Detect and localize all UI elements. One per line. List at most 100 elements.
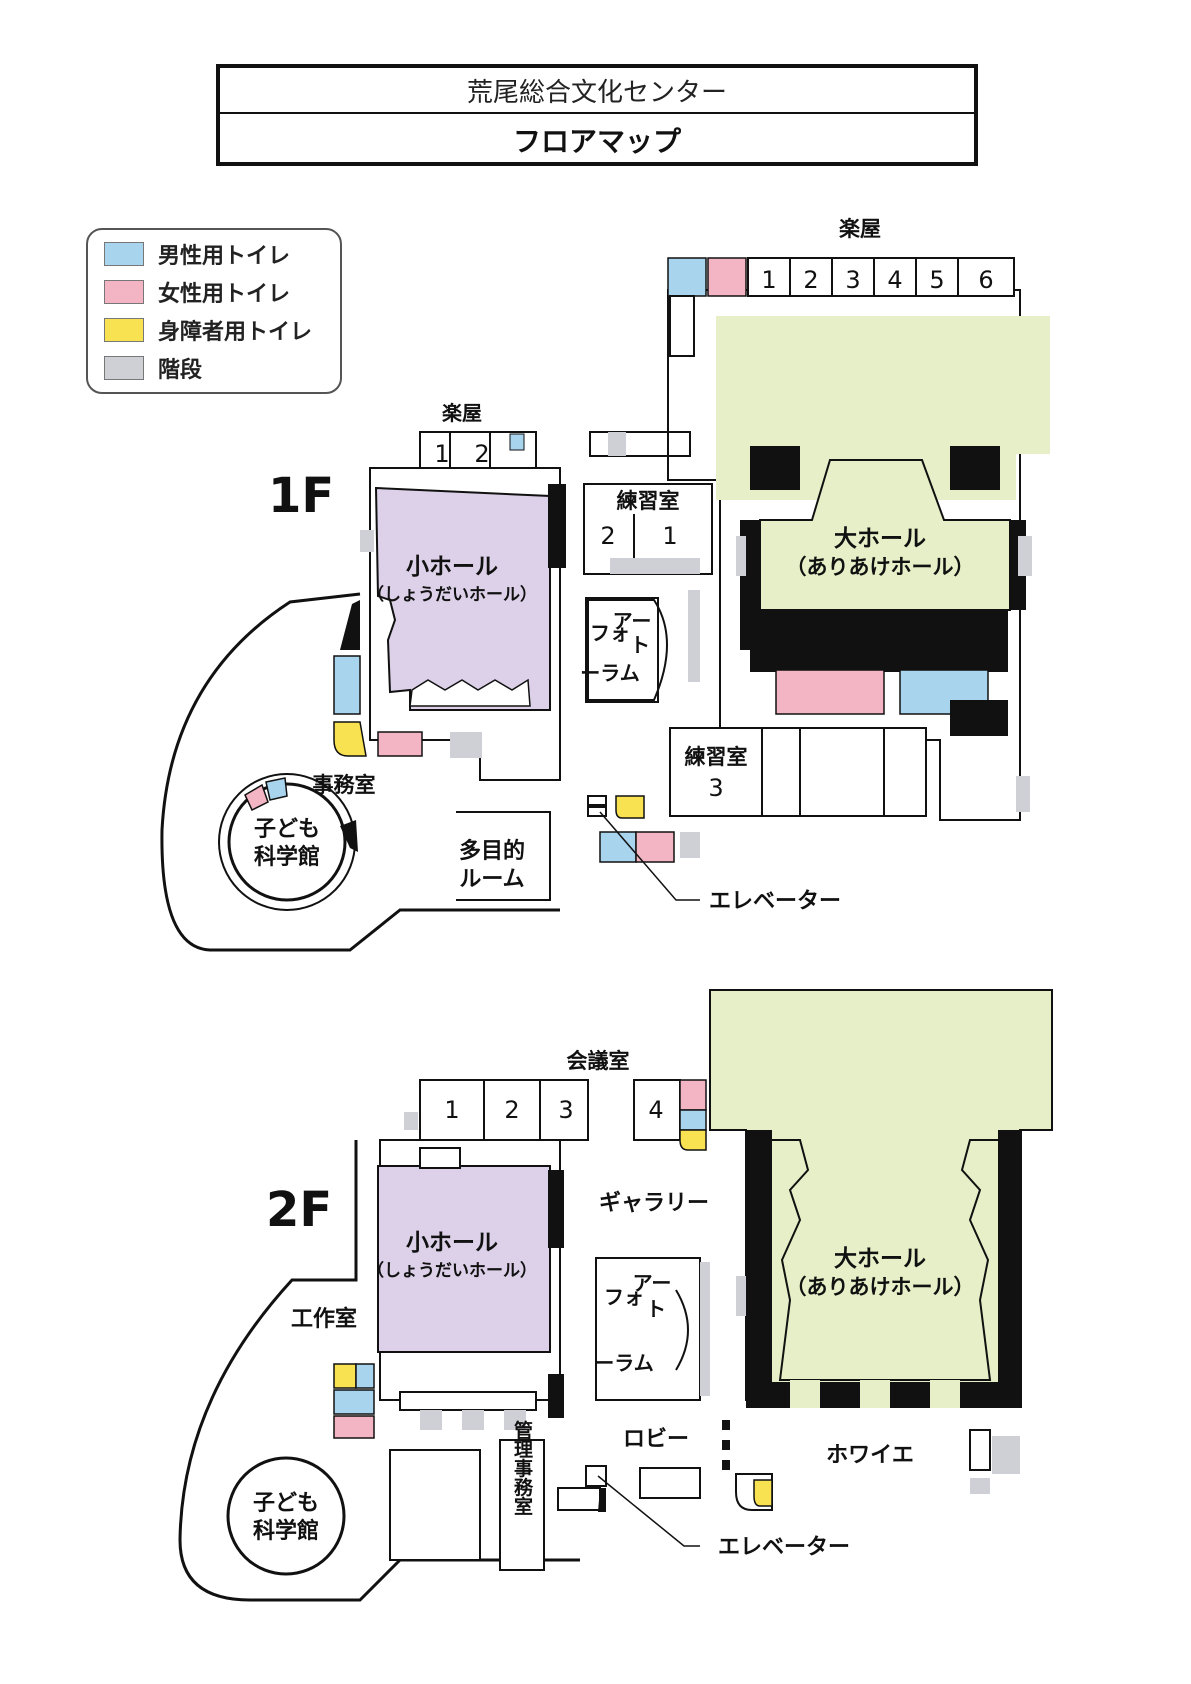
- floor-2f: 2F 子ども 科学館 工作室 小ホール （しょうだいホール） 会議室 1 2 3: [178, 989, 1053, 1602]
- 1f-multipurpose-2: ルーム: [459, 867, 524, 892]
- 2f-elevator-leader: [597, 1475, 700, 1547]
- 2f-art-forum-1: アー: [633, 1271, 672, 1295]
- 1f-dressing-6: 6: [978, 266, 993, 294]
- 2f-elevator-label: エレベーター: [718, 1535, 850, 1560]
- 1f-practice-top-block: [589, 431, 691, 457]
- 2f-accessible-toilet-meeting: [679, 1129, 707, 1151]
- 2f-meeting-2: 2: [504, 1096, 519, 1124]
- 2f-lobby-label: ロビー: [623, 1427, 689, 1452]
- 1f-womens-toilet-hall: [775, 669, 885, 715]
- 2f-womens-toilet-meeting: [679, 1079, 707, 1111]
- 1f-practice3-number: 3: [708, 774, 723, 802]
- 2f-kids-label-1: 子ども: [253, 1491, 319, 1516]
- 1f-practice-label: 練習室: [617, 489, 680, 513]
- 1f-stairs-practice: [608, 432, 626, 456]
- 1f-small-dressing-toilet: [509, 433, 525, 451]
- 1f-art-forum-4: ーラム: [580, 661, 639, 685]
- 2f-accessible-toilet-lobby: [753, 1479, 773, 1507]
- 2f-small-hall: [377, 1165, 551, 1353]
- 1f-stairs-hall-right: [1018, 536, 1032, 576]
- legend-item-mens-toilet: 男性用トイレ: [104, 240, 290, 269]
- map-title: フロアマップ: [512, 125, 681, 158]
- 1f-stairs-west: [450, 732, 482, 758]
- 1f-art-forum-2: ト: [630, 633, 650, 657]
- 2f-art-forum-4: ーラム: [594, 1351, 653, 1375]
- 1f-small-hall-stage: [409, 678, 531, 707]
- 1f-practice-room-1: 1: [662, 522, 677, 550]
- 1f-dressing-3: 3: [845, 266, 860, 294]
- 2f-gallery-label: ギャラリー: [599, 1191, 709, 1216]
- 2f-meeting-1: 1: [444, 1096, 459, 1124]
- 2f-seating-bar: [399, 1391, 537, 1411]
- 2f-hall-left-wall: [746, 1130, 772, 1408]
- 1f-office-label: 事務室: [313, 773, 376, 797]
- 1f-dressing-womens-toilet: [707, 257, 747, 297]
- map-title-box: 荒尾総合文化センター フロアマップ: [216, 64, 978, 166]
- 1f-small-dressing-1: 1: [434, 440, 449, 468]
- 2f-womens-toilet-west: [333, 1415, 375, 1439]
- accessible-toilet-swatch: [104, 318, 144, 342]
- floor-1f: 1F 子ども 科学館 事務室 小ホール （しょうだいホール） 楽屋 1: [160, 217, 1050, 952]
- 1f-small-dressing-label: 楽屋: [442, 401, 482, 425]
- floor-2f-label: 2F: [266, 1182, 332, 1238]
- 2f-mens-toilet-west: [333, 1389, 375, 1415]
- 1f-stairs-hall-bottom: [1016, 776, 1030, 812]
- 1f-large-hall-sub: （ありあけホール）: [786, 555, 975, 579]
- 2f-small-hall-name: 小ホール: [406, 1230, 498, 1256]
- 2f-small-hall-stage-wall: [548, 1170, 564, 1248]
- 1f-kids-label-2: 科学館: [254, 844, 320, 870]
- 1f-stairs-center: [680, 832, 700, 858]
- 1f-large-hall-wing: [667, 289, 1021, 821]
- 1f-elevator-label: エレベーター: [709, 889, 841, 914]
- 2f-admin-office-label: 管理事務室: [511, 1419, 533, 1515]
- legend-item-stairs: 階段: [104, 354, 203, 383]
- legend-label: 女性用トイレ: [158, 282, 291, 307]
- 1f-small-hall-sub: （しょうだいホール）: [367, 584, 537, 605]
- 1f-accessible-toilet-center: [615, 795, 645, 819]
- legend-item-womens-toilet: 女性用トイレ: [104, 278, 291, 307]
- facility-name: 荒尾総合文化センター: [220, 68, 974, 114]
- 2f-meeting-rooms-block: [419, 1079, 589, 1141]
- 2f-kids-label-2: 科学館: [253, 1518, 319, 1544]
- legend-item-accessible-toilet: 身障者用トイレ: [104, 316, 313, 345]
- 1f-kids-mens-toilet: [265, 777, 288, 801]
- 1f-dressing-1: 1: [761, 266, 776, 294]
- 2f-small-hall-sub: （しょうだいホール）: [367, 1260, 537, 1281]
- 1f-stairs-art-forum: [688, 590, 700, 682]
- 2f-workshop-label: 工作室: [291, 1306, 357, 1332]
- 1f-dressing-mens-toilet: [667, 257, 707, 297]
- 1f-mens-toilet-west: [333, 655, 361, 715]
- 1f-kids-label-1: 子ども: [254, 817, 320, 842]
- 1f-practice3-label: 練習室: [685, 745, 748, 769]
- 2f-outer-wing-wall: [178, 1140, 580, 1602]
- 1f-stairs-hall-left: [736, 536, 746, 576]
- legend: 男性用トイレ 女性用トイレ 身障者用トイレ 階段: [86, 228, 342, 394]
- legend-label: 階段: [158, 358, 203, 383]
- 1f-stairs-practice-bottom: [610, 558, 700, 574]
- 2f-large-hall-sub: （ありあけホール）: [786, 1275, 975, 1299]
- legend-label: 身障者用トイレ: [158, 320, 313, 345]
- 1f-elevator-leader: [599, 811, 700, 901]
- 1f-art-forum-1: アー: [613, 609, 652, 633]
- 1f-kids-womens-toilet: [244, 783, 269, 812]
- 1f-dressing-2: 2: [803, 266, 818, 294]
- 2f-large-hall-name: 大ホール: [834, 1246, 926, 1272]
- 1f-kids-entrance-mark: [340, 820, 358, 852]
- 2f-mens-toilet-meeting: [679, 1109, 707, 1131]
- 1f-large-hall-name: 大ホール: [834, 526, 926, 552]
- 2f-elevator: [585, 1465, 607, 1487]
- 1f-small-hall-wing: [369, 467, 561, 781]
- 1f-womens-toilet-center: [635, 831, 675, 863]
- 2f-hall-right-wall: [998, 1130, 1022, 1408]
- 2f-art-forum: [595, 1257, 701, 1401]
- 1f-dressing-4: 4: [887, 266, 902, 294]
- 2f-accessible-toilet-west: [333, 1363, 357, 1389]
- 1f-outer-wing-wall: [160, 592, 560, 952]
- 1f-hall-backstage: [950, 700, 1008, 736]
- mens-toilet-swatch: [104, 242, 144, 266]
- 1f-large-hall-box-right: [950, 446, 1000, 490]
- 2f-admin-office: [499, 1439, 545, 1571]
- 2f-kids-museum-circle: [226, 1456, 346, 1576]
- 2f-meeting-label: 会議室: [567, 1049, 630, 1073]
